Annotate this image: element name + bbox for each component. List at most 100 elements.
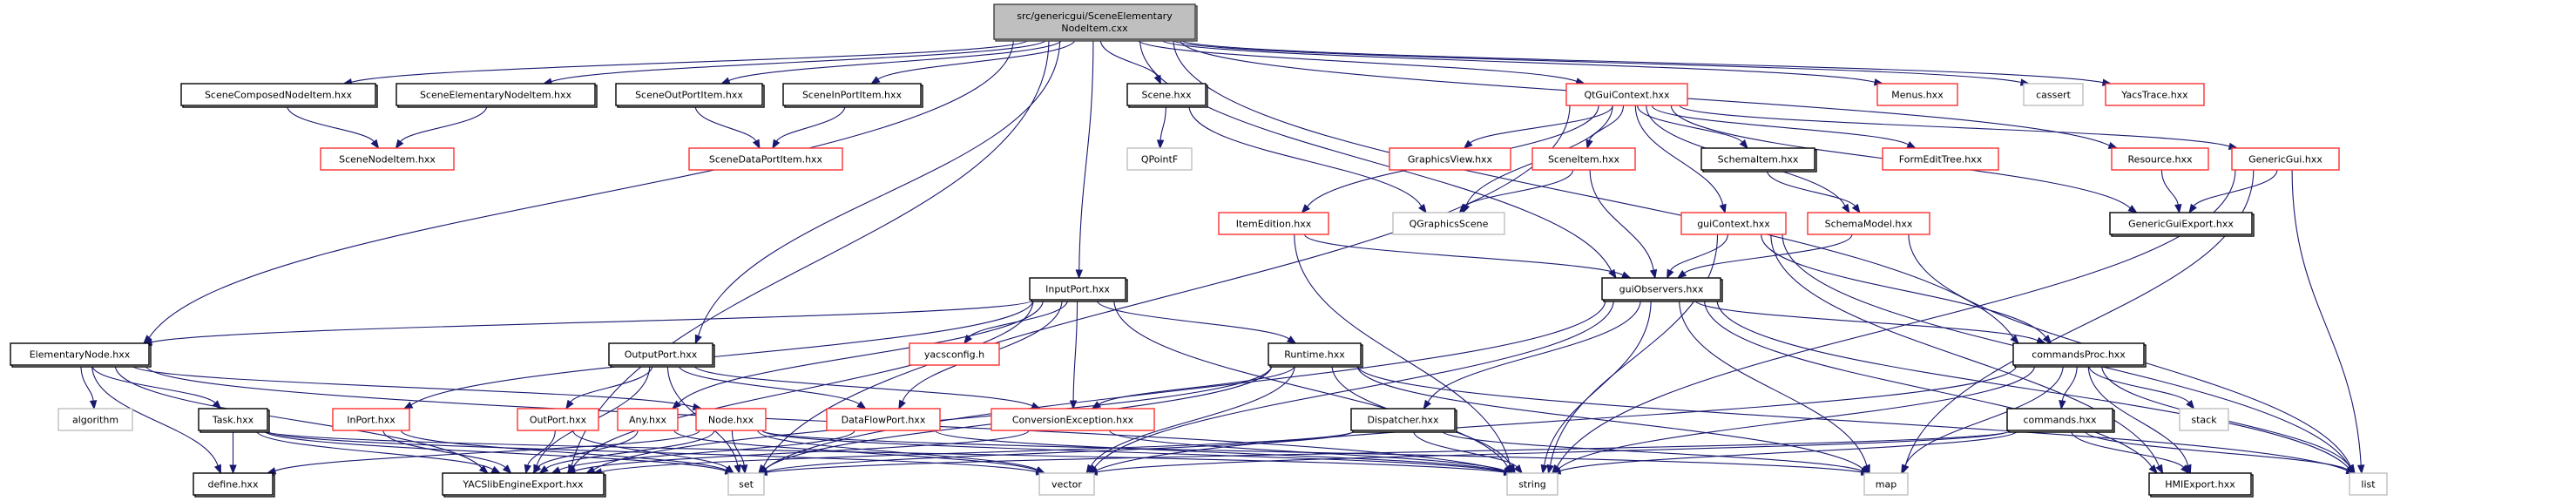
node-box[interactable] bbox=[1807, 212, 1930, 235]
node-box[interactable] bbox=[180, 83, 376, 106]
node-box[interactable] bbox=[1126, 147, 1193, 171]
node-box[interactable] bbox=[2231, 147, 2340, 171]
node-box[interactable] bbox=[198, 408, 268, 431]
file-node-runtime[interactable]: Runtime.hxx bbox=[1268, 342, 1363, 368]
node-box[interactable] bbox=[1350, 408, 1456, 431]
file-node-input-port[interactable]: InputPort.hxx bbox=[1029, 277, 1128, 302]
file-node-commands-proc[interactable]: commandsProc.hxx bbox=[2012, 342, 2147, 368]
file-node-yacslib-engine-export[interactable]: YACSlibEngineExport.hxx bbox=[442, 472, 606, 498]
file-node-scene-out-port-item[interactable]: SceneOutPortItem.hxx bbox=[615, 83, 765, 108]
node-box[interactable] bbox=[1389, 147, 1511, 171]
node-box[interactable] bbox=[2023, 83, 2084, 106]
file-node-data-flow-port[interactable]: DataFlowPort.hxx bbox=[826, 408, 941, 431]
file-node-task[interactable]: Task.hxx bbox=[198, 408, 270, 433]
file-node-scene-item[interactable]: SceneItem.hxx bbox=[1531, 147, 1636, 171]
node-box[interactable] bbox=[193, 472, 274, 496]
file-node-schema-item[interactable]: SchemaItem.hxx bbox=[1700, 147, 1817, 173]
file-node-node[interactable]: Node.hxx bbox=[695, 408, 767, 431]
file-node-stack[interactable]: stack bbox=[2179, 408, 2229, 431]
node-box[interactable] bbox=[1601, 277, 1721, 301]
file-node-scene-elementary-node-item[interactable]: SceneElementaryNodeItem.hxx bbox=[396, 83, 598, 108]
file-node-resource[interactable]: Resource.hxx bbox=[2111, 147, 2209, 171]
root-file-node[interactable]: src/genericgui/SceneElementaryNodeItem.c… bbox=[993, 3, 1198, 42]
file-node-yacs-trace[interactable]: YacsTrace.hxx bbox=[2105, 83, 2205, 106]
file-node-item-edition[interactable]: ItemEdition.hxx bbox=[1218, 212, 1329, 235]
file-node-dispatcher[interactable]: Dispatcher.hxx bbox=[1350, 408, 1457, 433]
node-box[interactable] bbox=[1126, 83, 1207, 106]
node-box[interactable] bbox=[993, 3, 1196, 40]
node-box[interactable] bbox=[2111, 147, 2209, 171]
node-box[interactable] bbox=[2012, 342, 2145, 366]
node-box[interactable] bbox=[826, 408, 941, 431]
file-node-define[interactable]: define.hxx bbox=[193, 472, 275, 498]
node-box[interactable] bbox=[688, 147, 843, 171]
node-box[interactable] bbox=[782, 83, 922, 106]
node-box[interactable] bbox=[1700, 147, 1815, 171]
file-node-generic-gui-export[interactable]: GenericGuiExport.hxx bbox=[2109, 212, 2255, 237]
file-node-cassert[interactable]: cassert bbox=[2023, 83, 2084, 106]
node-box[interactable] bbox=[442, 472, 605, 496]
file-node-algorithm[interactable]: algorithm bbox=[57, 408, 133, 431]
node-box[interactable] bbox=[2105, 83, 2205, 106]
file-node-scene-in-port-item[interactable]: SceneInPortItem.hxx bbox=[782, 83, 923, 108]
node-box[interactable] bbox=[617, 408, 679, 431]
node-box[interactable] bbox=[608, 342, 713, 366]
node-box[interactable] bbox=[57, 408, 133, 431]
node-box[interactable] bbox=[320, 147, 455, 171]
node-box[interactable] bbox=[695, 408, 767, 431]
node-box[interactable] bbox=[1876, 83, 1958, 106]
node-box[interactable] bbox=[396, 83, 596, 106]
file-node-list[interactable]: list bbox=[2349, 472, 2388, 496]
file-node-qgraphics-scene[interactable]: QGraphicsScene bbox=[1392, 212, 1505, 235]
file-node-in-port[interactable]: InPort.hxx bbox=[332, 408, 410, 431]
node-box[interactable] bbox=[2179, 408, 2229, 431]
node-box[interactable] bbox=[332, 408, 410, 431]
node-box[interactable] bbox=[1392, 212, 1505, 235]
file-node-string[interactable]: string bbox=[1506, 472, 1558, 496]
node-box[interactable] bbox=[1863, 472, 1909, 496]
file-node-map[interactable]: map bbox=[1863, 472, 1909, 496]
node-box[interactable] bbox=[1038, 472, 1095, 496]
node-box[interactable] bbox=[727, 472, 765, 496]
file-node-yacsconfig[interactable]: yacsconfig.h bbox=[909, 342, 1000, 366]
file-node-scene[interactable]: Scene.hxx bbox=[1126, 83, 1208, 108]
file-node-conversion-exception[interactable]: ConversionException.hxx bbox=[991, 408, 1155, 431]
node-box[interactable] bbox=[2006, 408, 2113, 431]
file-node-generic-gui[interactable]: GenericGui.hxx bbox=[2231, 147, 2340, 171]
node-box[interactable] bbox=[1506, 472, 1558, 496]
file-node-vector[interactable]: vector bbox=[1038, 472, 1095, 496]
file-node-gui-context[interactable]: guiContext.hxx bbox=[1680, 212, 1787, 235]
file-node-scene-composed-node-item[interactable]: SceneComposedNodeItem.hxx bbox=[180, 83, 378, 108]
node-box[interactable] bbox=[615, 83, 763, 106]
node-box[interactable] bbox=[1029, 277, 1126, 301]
node-box[interactable] bbox=[517, 408, 599, 431]
file-node-qpoint-f[interactable]: QPointF bbox=[1126, 147, 1193, 171]
file-node-scene-node-item[interactable]: SceneNodeItem.hxx bbox=[320, 147, 455, 171]
node-box[interactable] bbox=[2349, 472, 2388, 496]
file-node-hmiexport[interactable]: HMIExport.hxx bbox=[2148, 472, 2254, 498]
node-box[interactable] bbox=[1680, 212, 1787, 235]
node-box[interactable] bbox=[1565, 83, 1688, 106]
node-box[interactable] bbox=[909, 342, 1000, 366]
file-node-menus[interactable]: Menus.hxx bbox=[1876, 83, 1958, 106]
file-node-out-port[interactable]: OutPort.hxx bbox=[517, 408, 599, 431]
file-node-output-port[interactable]: OutputPort.hxx bbox=[608, 342, 715, 368]
file-node-set[interactable]: set bbox=[727, 472, 765, 496]
file-node-commands[interactable]: commands.hxx bbox=[2006, 408, 2115, 433]
file-node-graphics-view[interactable]: GraphicsView.hxx bbox=[1389, 147, 1511, 171]
node-box[interactable] bbox=[1882, 147, 1999, 171]
file-node-schema-model[interactable]: SchemaModel.hxx bbox=[1807, 212, 1930, 235]
file-node-qt-gui-context[interactable]: QtGuiContext.hxx bbox=[1565, 83, 1688, 106]
node-box[interactable] bbox=[10, 342, 150, 366]
file-node-any[interactable]: Any.hxx bbox=[617, 408, 679, 431]
node-box[interactable] bbox=[991, 408, 1155, 431]
file-node-form-edit-tree[interactable]: FormEditTree.hxx bbox=[1882, 147, 1999, 171]
file-node-gui-observers[interactable]: guiObservers.hxx bbox=[1601, 277, 1723, 302]
node-box[interactable] bbox=[1268, 342, 1362, 366]
node-box[interactable] bbox=[2148, 472, 2252, 496]
node-box[interactable] bbox=[1218, 212, 1329, 235]
node-box[interactable] bbox=[1531, 147, 1636, 171]
file-node-elementary-node[interactable]: ElementaryNode.hxx bbox=[10, 342, 152, 368]
node-box[interactable] bbox=[2109, 212, 2253, 235]
file-node-scene-data-port-item[interactable]: SceneDataPortItem.hxx bbox=[688, 147, 843, 171]
